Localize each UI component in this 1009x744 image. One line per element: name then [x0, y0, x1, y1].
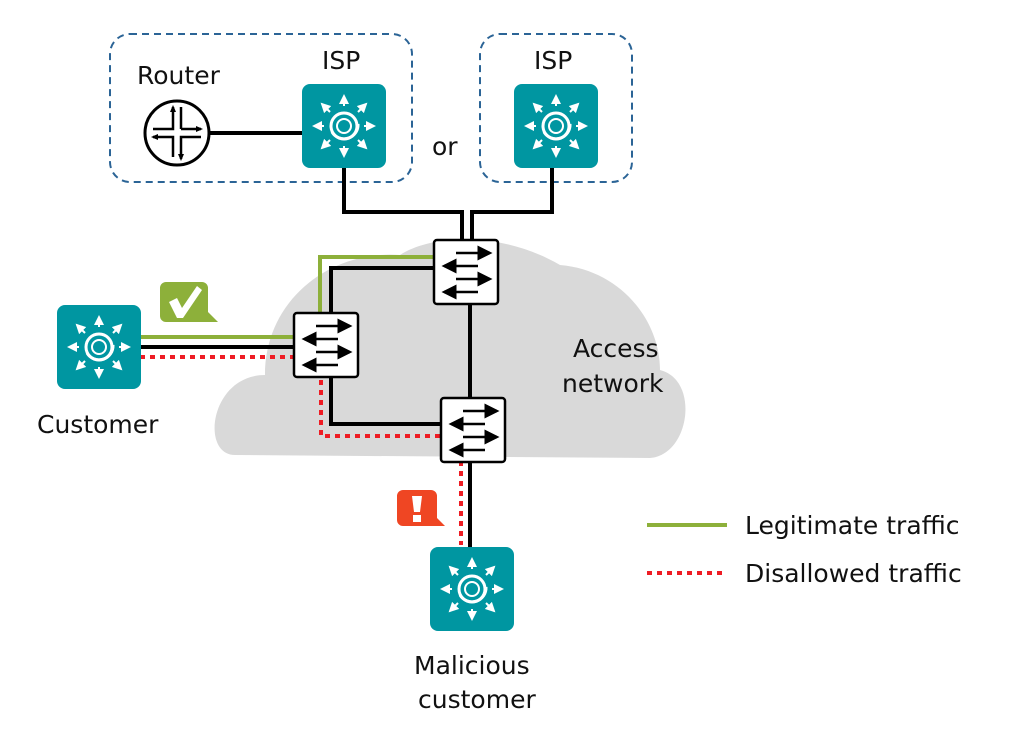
legend: Legitimate traffic Disallowed traffic	[647, 511, 962, 588]
malicious-customer-label-2: customer	[418, 685, 536, 714]
legend-disallowed-label: Disallowed traffic	[745, 559, 962, 588]
switch-left-icon	[294, 313, 358, 377]
disallowed-traffic-path	[140, 355, 463, 545]
malicious-customer-label-1: Malicious	[414, 651, 530, 680]
isp-right-label: ISP	[534, 46, 572, 75]
isp-left-label: ISP	[322, 46, 360, 75]
router-label: Router	[137, 61, 221, 90]
legitimate-badge	[160, 282, 218, 322]
access-network-label-2: network	[562, 369, 664, 398]
wires	[140, 131, 554, 548]
isp-left-device-icon	[302, 84, 386, 168]
legend-legitimate-label: Legitimate traffic	[745, 511, 960, 540]
or-label: or	[432, 132, 458, 161]
isp-right-device-icon	[514, 84, 598, 168]
customer-device-icon	[57, 305, 141, 389]
customer-label: Customer	[37, 410, 159, 439]
legitimate-traffic-path	[140, 255, 436, 339]
exclamation-icon	[412, 496, 422, 512]
checkmark-icon	[169, 286, 202, 318]
router-icon	[143, 99, 211, 167]
malicious-customer-device-icon	[430, 547, 514, 631]
disallowed-badge	[397, 490, 445, 526]
isp-only-group	[479, 33, 633, 183]
switch-top-icon	[434, 240, 498, 304]
access-network-label-1: Access	[573, 334, 659, 363]
switch-bottom-icon	[441, 398, 505, 462]
